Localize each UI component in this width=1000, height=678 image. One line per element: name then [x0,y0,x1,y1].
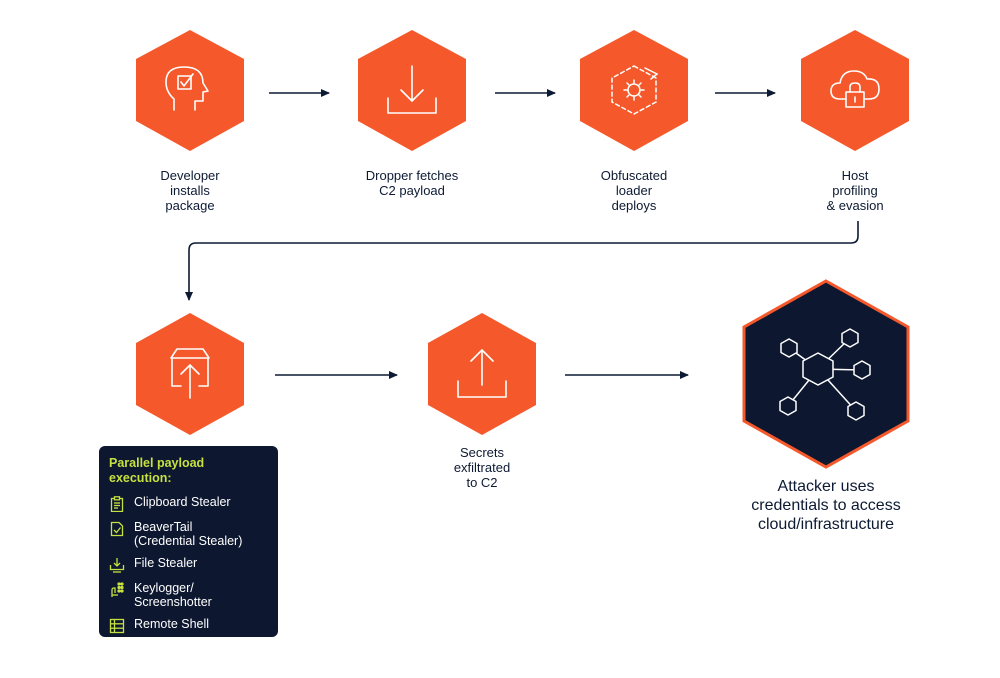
connectors [185,89,859,379]
step-4-hexagon [801,30,909,151]
panel-item-keylogger: Keylogger/ Screenshotter [109,581,268,609]
panel-item-label: Clipboard Stealer [134,495,231,509]
step-2-label: Dropper fetches C2 payload [365,168,459,198]
network-hub-icon [779,328,871,421]
credential-check-icon [110,521,124,537]
step-1-node [136,30,244,151]
panel-item-file-stealer: File Stealer [109,556,268,573]
obfuscated-gear-icon [611,65,659,115]
download-icon [387,65,437,114]
panel-item-label: BeaverTail (Credential Stealer) [134,520,243,548]
upload-icon [457,349,507,398]
panel-item-clipboard-stealer: Clipboard Stealer [109,495,268,512]
step-2-node [358,30,466,151]
parallel-payload-panel: Parallel payload execution: Clipboard St… [99,446,278,637]
final-label: Attacker uses credentials to access clou… [751,478,901,533]
person-check-icon [165,66,209,111]
file-download-icon [109,558,125,573]
panel-item-label: File Stealer [134,556,198,570]
panel-item-remote-shell: Remote Shell [109,617,268,634]
panel-title: Parallel payload execution: [109,456,205,485]
clipboard-icon [110,496,124,512]
arrow-step4-to-step5 [185,221,859,301]
cloud-lock-icon [830,70,880,108]
panel-item-label: Keylogger/ Screenshotter [134,581,212,609]
step-3-node [580,30,688,151]
server-icon [109,618,125,634]
box-upload-icon [170,348,210,399]
step-1-label: Developer installs package [160,168,220,213]
step-6-node [428,313,536,435]
step-1-hexagon [136,30,244,151]
step-4-node [801,30,909,151]
step-6-label: Secrets exfiltrated to C2 [453,445,511,490]
step-3-label: Obfuscated loader deploys [600,168,668,213]
step-5-node [136,313,244,435]
step-4-label: Host profiling & evasion [826,168,884,213]
panel-item-beavertail: BeaverTail (Credential Stealer) [109,520,268,548]
panel-item-label: Remote Shell [134,617,210,631]
final-node [742,279,910,469]
keylogger-icon [111,582,124,597]
step-3-hexagon [580,30,688,151]
